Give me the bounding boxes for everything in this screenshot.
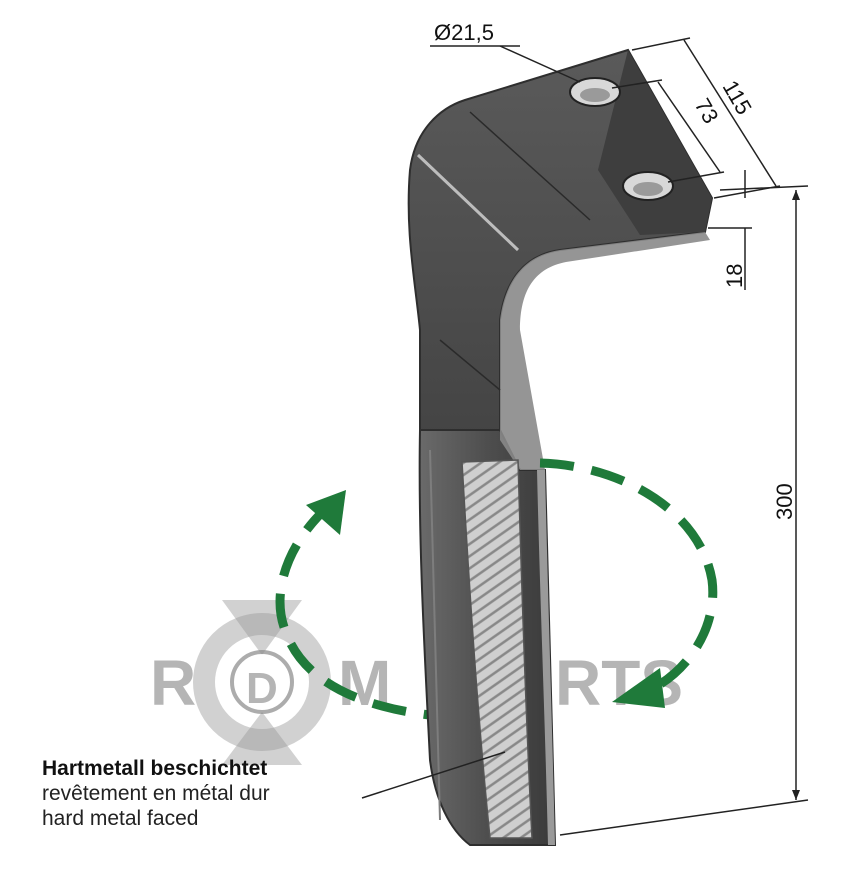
rotation-arrow-icon: [275, 501, 471, 723]
watermark-letter-d: D: [246, 664, 278, 713]
hard-metal-facing: [461, 459, 533, 839]
dimension-length: [559, 185, 809, 836]
arrow-head-bottom: [612, 668, 665, 708]
dimension-label-18: 18: [722, 264, 747, 288]
dimension-label-diameter: Ø21,5: [434, 20, 494, 45]
caption-english: hard metal faced: [42, 807, 199, 830]
dimension-label-300: 300: [772, 483, 797, 520]
watermark-letter-r: R: [150, 647, 196, 719]
caption-french: revêtement en métal dur: [42, 782, 270, 805]
dimension-hole-spacing: [611, 79, 725, 183]
dimension-label-115: 115: [718, 76, 757, 119]
caption-german: Hartmetall beschichtet: [42, 757, 268, 780]
dimension-label-73: 73: [690, 94, 724, 128]
dimension-hole-diameter: [430, 45, 581, 83]
dimension-thickness: [708, 170, 752, 290]
hard-metal-caption: Hartmetall beschichtet revêtement en mét…: [42, 756, 270, 831]
caption-leader-line: [361, 751, 506, 799]
tine-blade: [407, 48, 714, 846]
arrow-head-top: [306, 490, 346, 535]
rotation-arrow-front: [539, 458, 718, 695]
